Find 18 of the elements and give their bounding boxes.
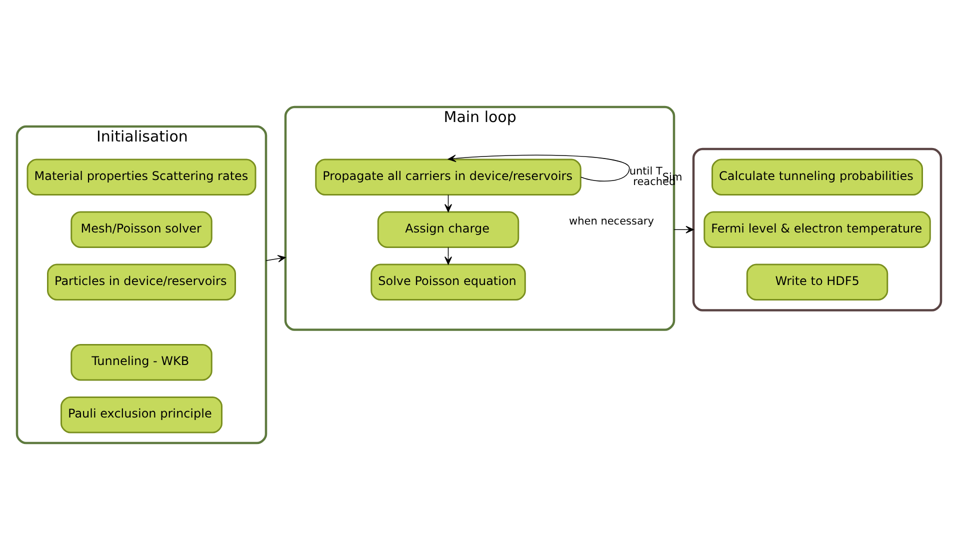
arrow	[674, 226, 694, 234]
arrow	[444, 246, 452, 265]
node-box: Propagate all carriers in device/reservoirs	[315, 158, 582, 196]
node-box: Pauli exclusion principle	[60, 396, 222, 434]
node-box: Assign charge	[377, 211, 520, 248]
arrow	[448, 154, 630, 182]
node-box: Particles in device/reservoirs	[47, 264, 236, 300]
node-box: Write to HDF5	[746, 264, 888, 300]
node-box: Fermi level & electron temperature	[704, 211, 931, 248]
node-box: Calculate tunneling probabilities	[712, 158, 923, 196]
edge-label: when necessary	[569, 216, 654, 228]
node-box: Material properties Scattering rates	[26, 158, 256, 196]
cluster	[692, 148, 942, 312]
arrow	[444, 194, 452, 212]
node-box: Solve Poisson equation	[370, 264, 526, 300]
node-box: Mesh/Poisson solver	[70, 211, 212, 248]
node-box: Tunneling - WKB	[70, 344, 212, 381]
arrow	[266, 254, 286, 262]
